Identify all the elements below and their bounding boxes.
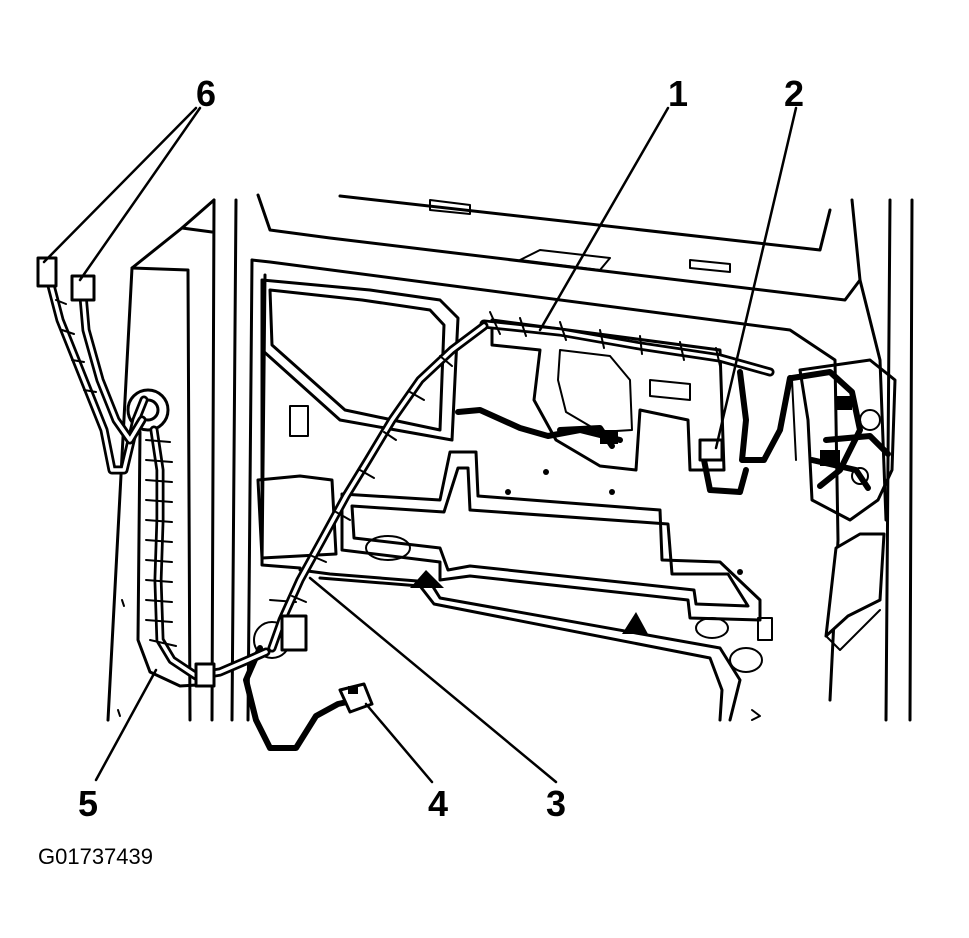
callout-3: 3	[546, 783, 567, 824]
leader-6a	[42, 106, 198, 264]
figure-id: G01737439	[38, 844, 153, 869]
diagonal-harness	[267, 321, 489, 653]
leader-lines	[42, 106, 798, 784]
door-latch-assembly	[789, 358, 897, 522]
callout-4: 4	[428, 783, 449, 824]
leader-4	[364, 702, 434, 784]
leader-5	[94, 668, 158, 782]
harness-grommet-boot	[126, 388, 271, 688]
main-harness	[455, 311, 793, 495]
callout-1: 1	[668, 73, 689, 114]
connector-pigtails	[36, 256, 149, 475]
callout-5: 5	[78, 783, 99, 824]
leader-6b	[78, 106, 202, 282]
door-pillar	[106, 198, 216, 722]
callout-2: 2	[784, 73, 805, 114]
door-shell	[230, 193, 914, 722]
leader-1	[538, 106, 670, 332]
inner-door-panel	[246, 258, 886, 722]
leader-3	[308, 576, 558, 784]
callout-6: 6	[196, 73, 217, 114]
leader-2	[714, 106, 798, 450]
connector-pigtail	[243, 645, 374, 751]
